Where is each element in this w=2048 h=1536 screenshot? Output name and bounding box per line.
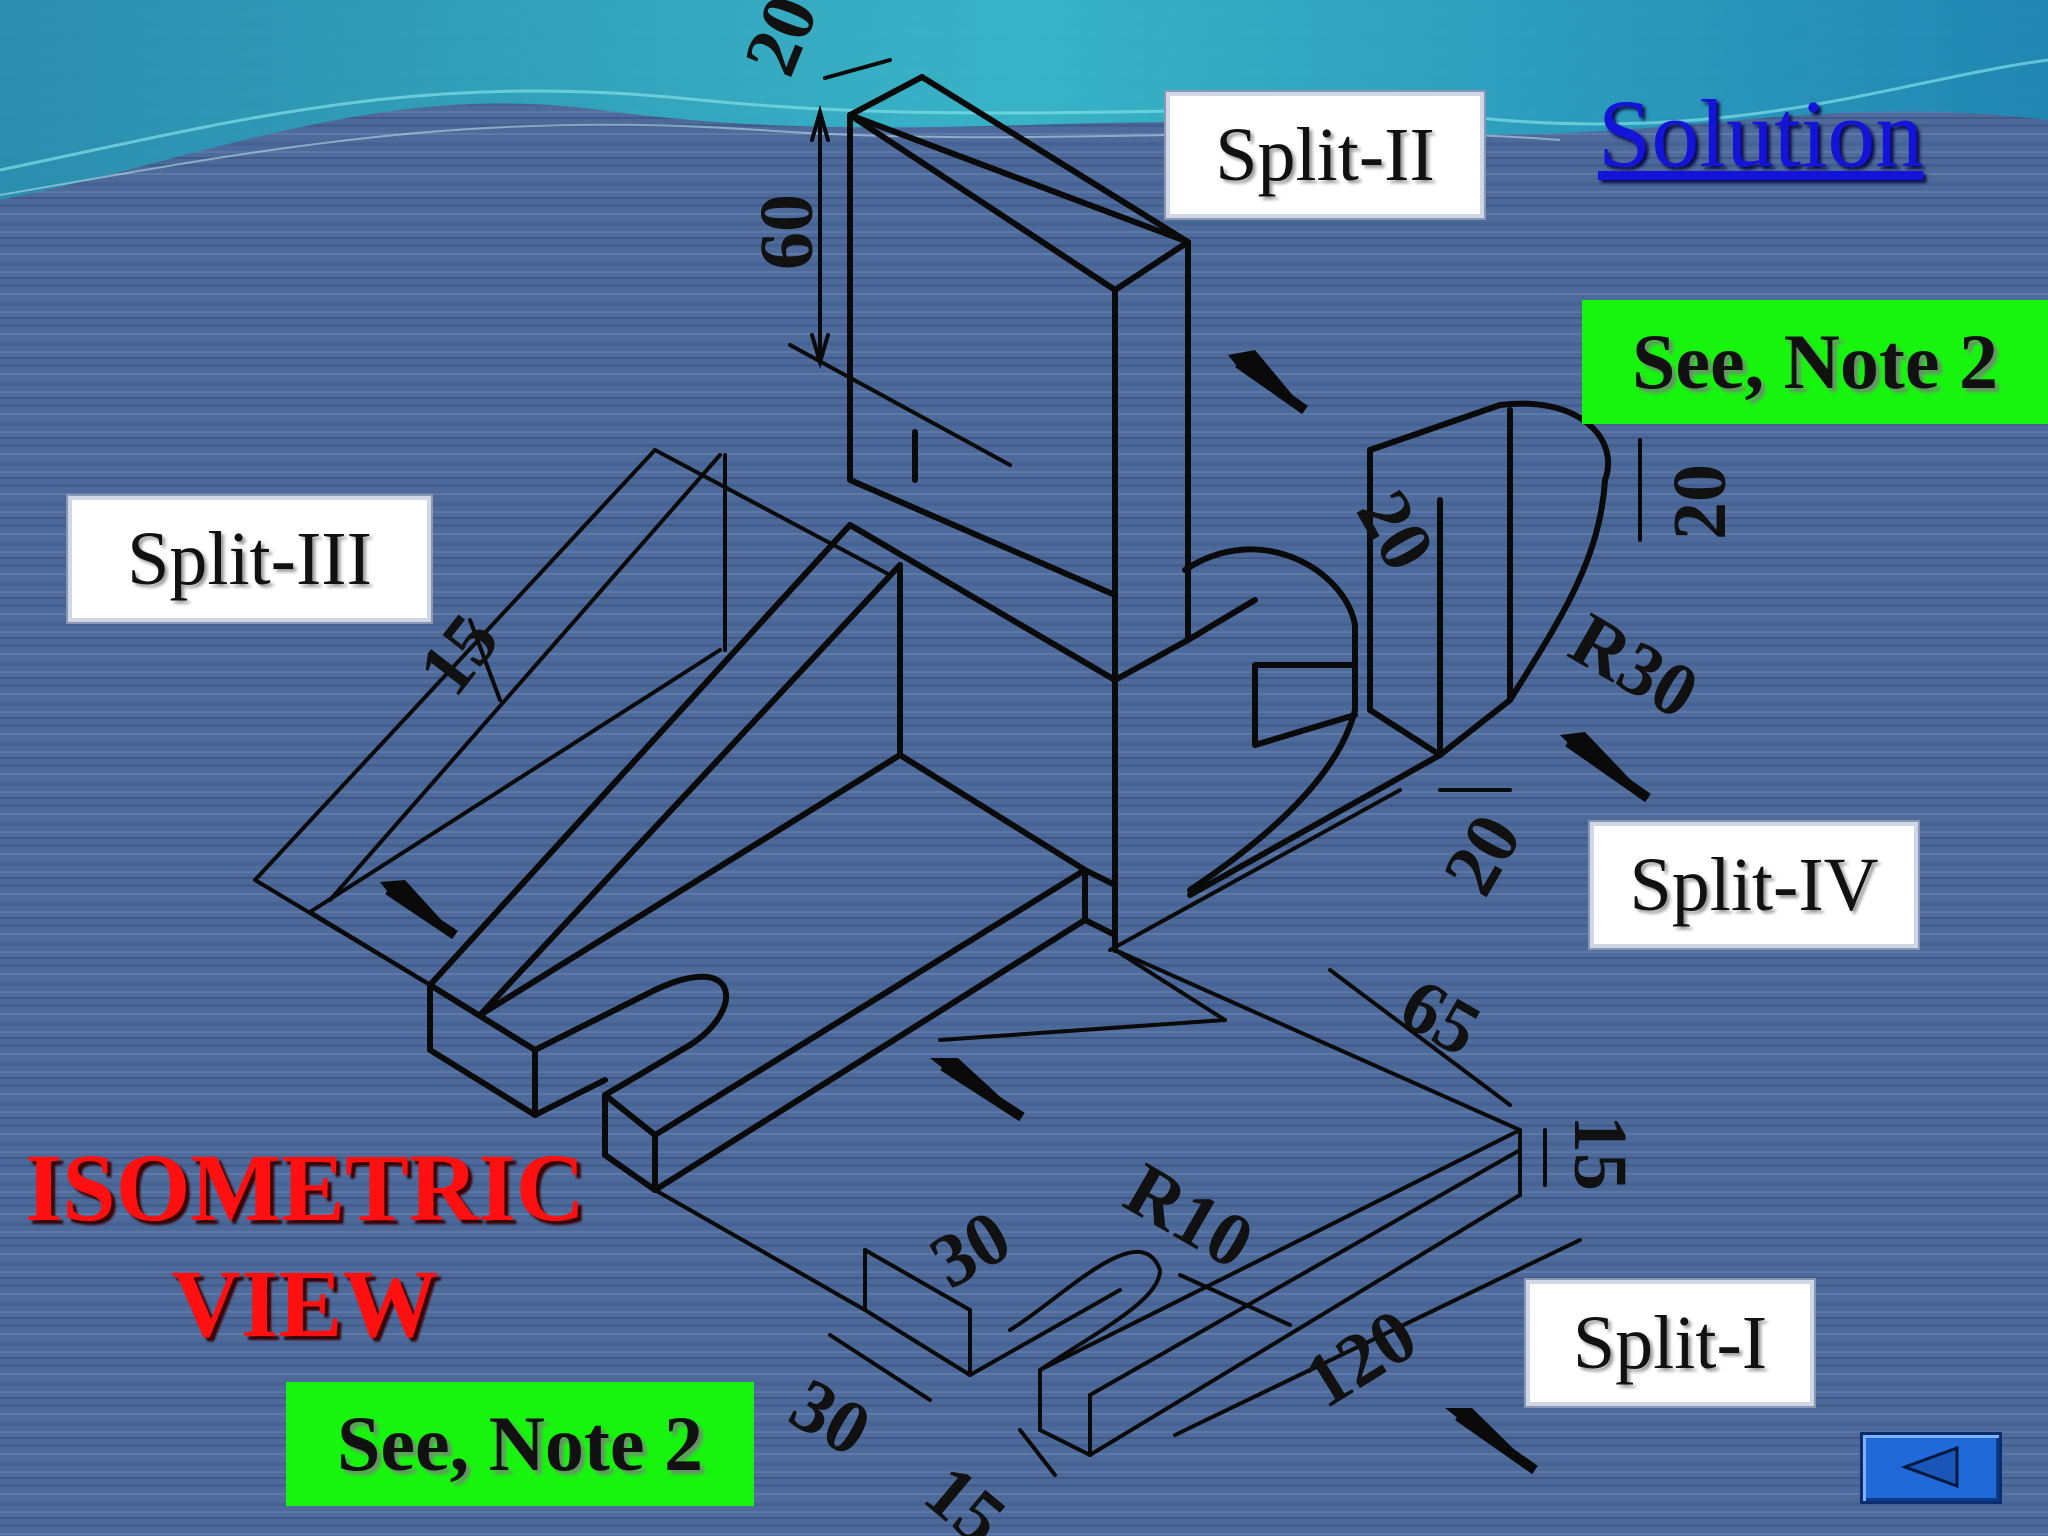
split-3-label-text: Split-III bbox=[127, 516, 372, 601]
dim-boss-radius: R30 bbox=[1557, 597, 1712, 735]
dim-slot-width: 30 bbox=[777, 1362, 885, 1473]
split-1-label-text: Split-I bbox=[1572, 1300, 1768, 1385]
split-4-label: Split-IV bbox=[1590, 822, 1918, 948]
split-3-label: Split-III bbox=[68, 496, 431, 622]
dim-upright-height: 60 bbox=[745, 194, 829, 270]
back-button[interactable] bbox=[1860, 1432, 2002, 1504]
split-2-label-text: Split-II bbox=[1215, 112, 1435, 197]
dim-base-width: 120 bbox=[1289, 1293, 1430, 1425]
split-1-label: Split-I bbox=[1526, 1280, 1814, 1406]
dim-boss-depth: 20 bbox=[1427, 801, 1538, 909]
note-2-top-right-text: See, Note 2 bbox=[1631, 318, 1999, 405]
solution-title-link[interactable]: Solution bbox=[1598, 80, 1924, 187]
triangle-left-icon bbox=[1901, 1445, 1959, 1489]
dim-upright-thickness: 20 bbox=[728, 0, 834, 86]
note-2-top-right: See, Note 2 bbox=[1582, 300, 2048, 424]
view-title-line-2: VIEW bbox=[171, 1250, 439, 1357]
dim-slot-radius: R10 bbox=[1112, 1147, 1267, 1285]
split-2-label: Split-II bbox=[1166, 92, 1484, 218]
view-title-line-1: ISOMETRIC bbox=[24, 1134, 586, 1241]
isometric-view-title: ISOMETRIC VIEW bbox=[10, 1130, 600, 1362]
dim-base-thickness: 15 bbox=[1558, 1115, 1642, 1191]
dim-base-edge: 15 bbox=[909, 1449, 1021, 1536]
dim-boss-height: 20 bbox=[1658, 464, 1742, 540]
note-2-bottom-left: See, Note 2 bbox=[286, 1382, 754, 1506]
dim-boss-length: 20 bbox=[1340, 477, 1451, 585]
split-4-label-text: Split-IV bbox=[1629, 842, 1879, 927]
note-2-bottom-left-text: See, Note 2 bbox=[336, 1400, 704, 1487]
dim-base-length: 65 bbox=[1387, 962, 1495, 1073]
